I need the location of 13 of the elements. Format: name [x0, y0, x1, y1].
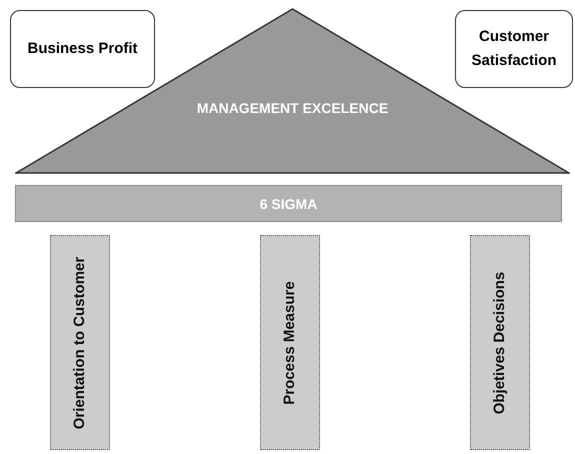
label-text: Process Measure [280, 280, 299, 406]
rounded-box [455, 10, 573, 88]
label-text: Orientation to Customer [70, 255, 89, 431]
label-text: Customer Satisfaction [470, 27, 558, 71]
pillar [470, 235, 530, 450]
label-text: MANAGEMENT EXCELENCE [196, 100, 388, 116]
rounded-box [10, 10, 155, 88]
label-text: Objetives Decisions [490, 270, 509, 416]
label-text: 6 SIGMA [260, 196, 318, 212]
beam-bar [15, 185, 562, 222]
label-text: Business Profit [26, 39, 139, 59]
pillar [50, 235, 110, 450]
pillar [260, 235, 320, 450]
